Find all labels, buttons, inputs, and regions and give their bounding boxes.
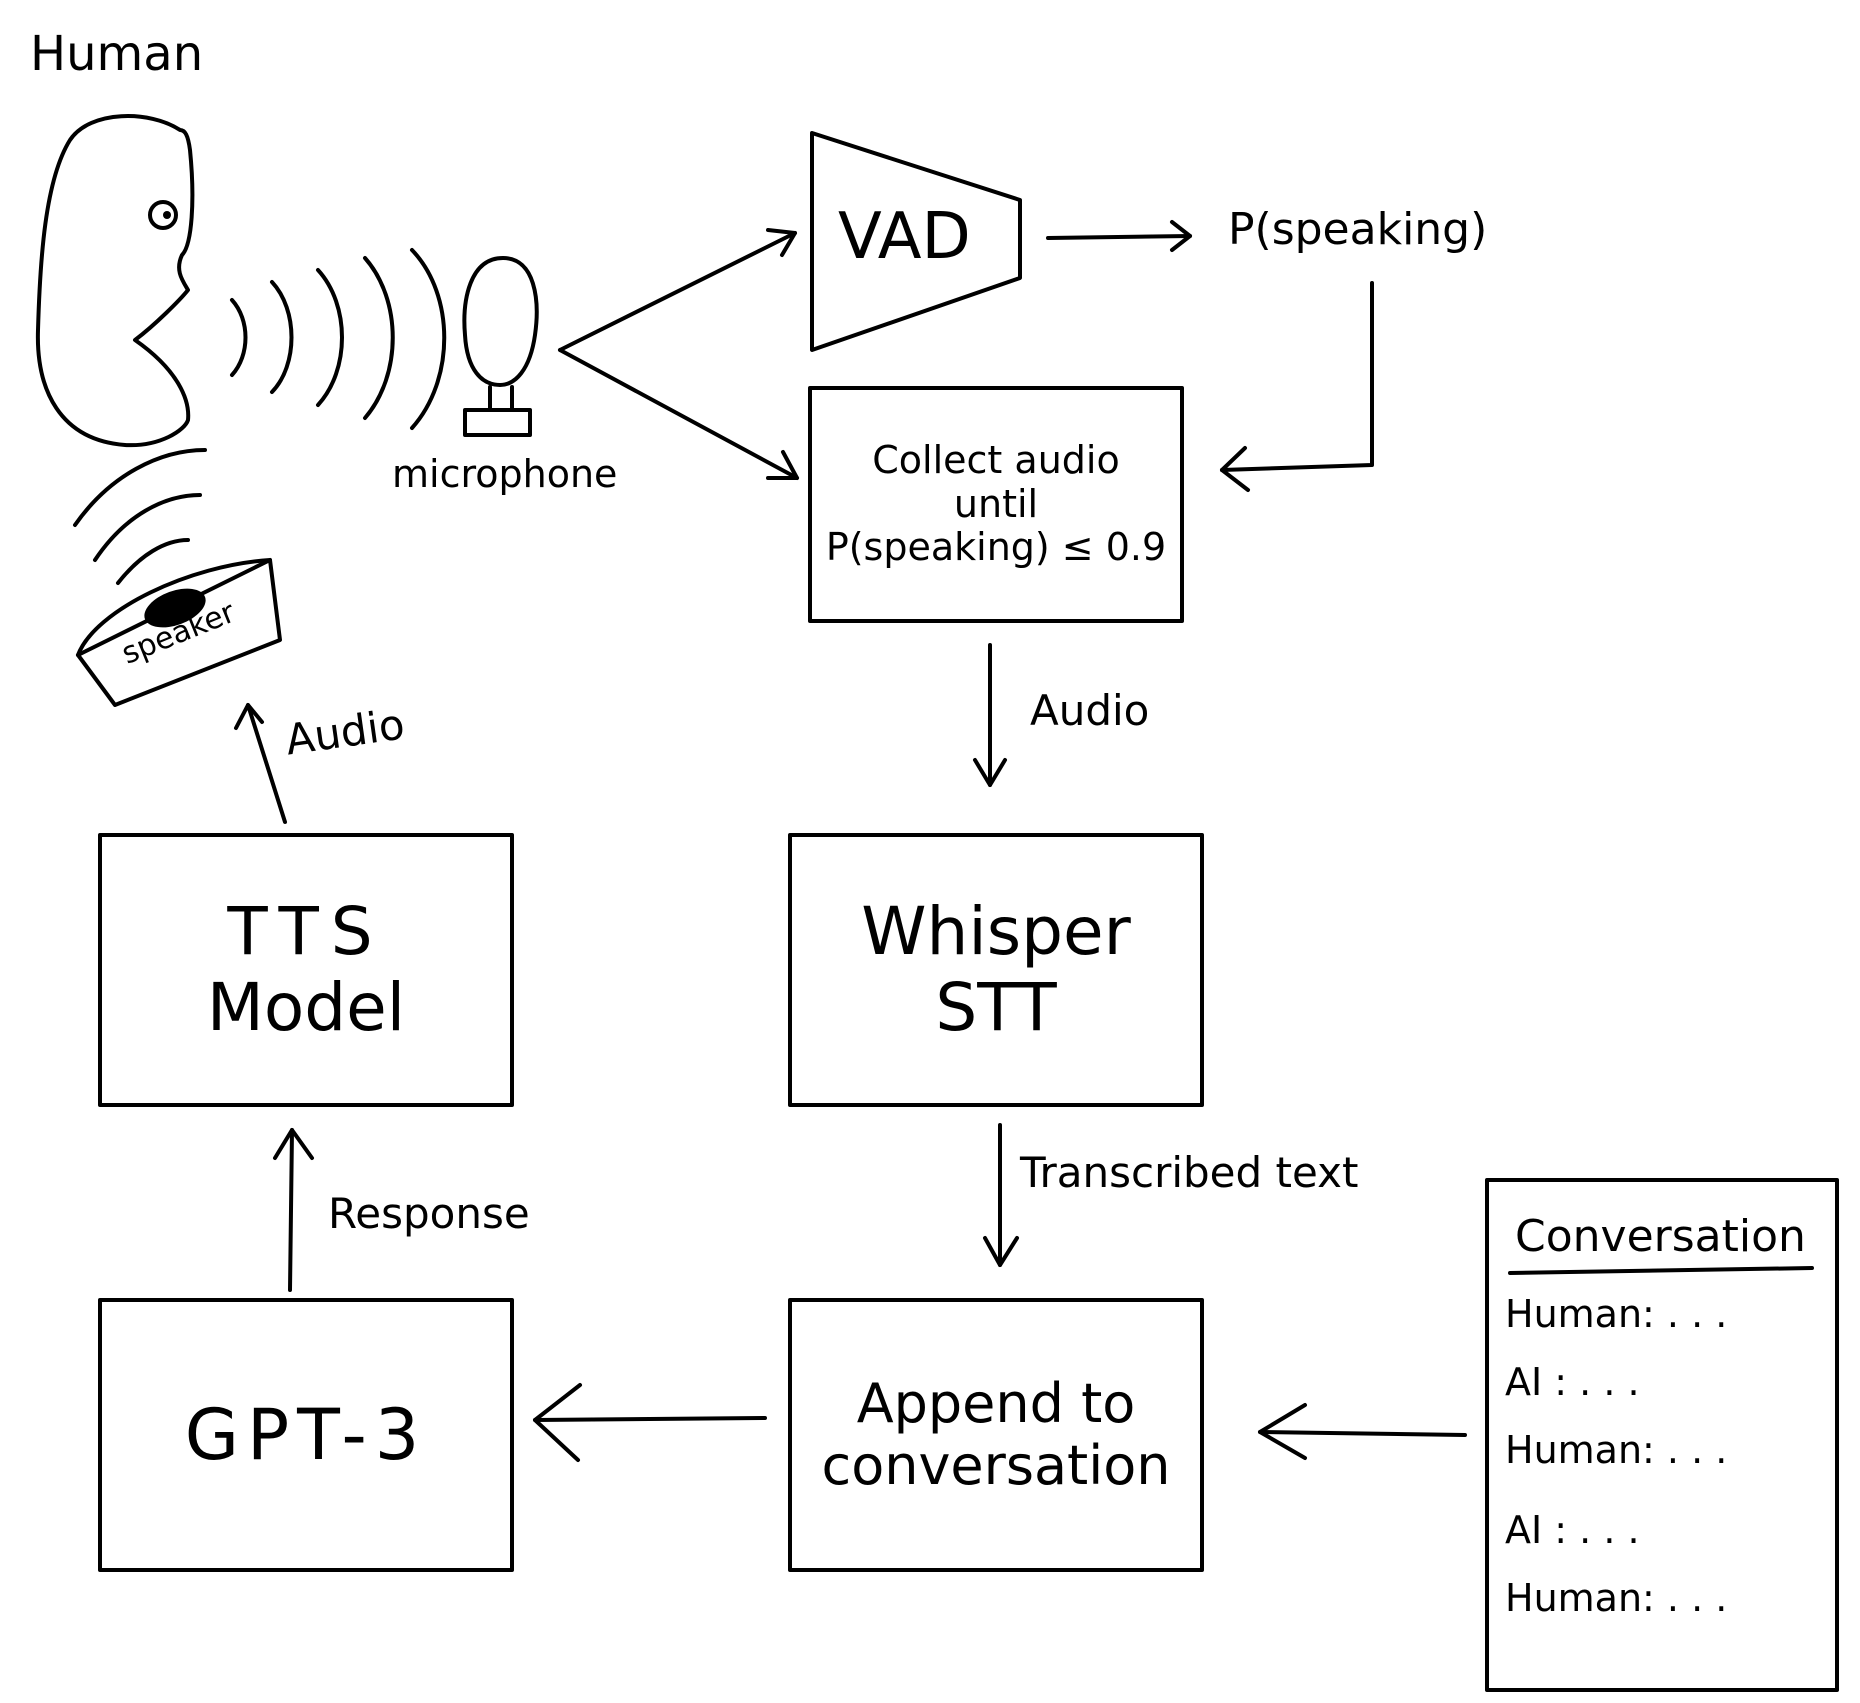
tts-line-2: Model (206, 969, 406, 1046)
tts-line-1: TTS (227, 893, 385, 971)
microphone-icon (462, 256, 539, 437)
append-line-2: conversation (821, 1434, 1171, 1497)
tts-to-speaker-arrow (234, 703, 287, 824)
gpt3-to-tts-arrow (273, 1128, 314, 1292)
conversation-title-underline (1508, 1266, 1814, 1275)
conversation-line: AI : . . . (1505, 1508, 1640, 1552)
whisper-stt-node (788, 833, 1204, 1107)
conversation-title: Conversation (1515, 1211, 1806, 1262)
human-label: Human (30, 26, 204, 82)
collect-to-whisper-arrow (973, 643, 1007, 787)
whisper-to-append-arrow (983, 1123, 1019, 1267)
conversation-box (1485, 1178, 1839, 1692)
whisper-line-1: Whisper (861, 893, 1131, 971)
speaker-sound-waves-icon (73, 448, 207, 585)
tts-model-node (98, 833, 514, 1107)
p-speaking-label: P(speaking) (1228, 204, 1488, 255)
collect-line-3: P(speaking) ≤ 0.9 (825, 525, 1167, 570)
speaker-icon (76, 558, 282, 707)
sound-waves-icon (230, 248, 447, 430)
collect-audio-text: Collect audio until P(speaking) ≤ 0.9 (810, 388, 1182, 621)
collect-line-2: until (953, 481, 1039, 526)
conversation-line: Human: . . . (1505, 1576, 1728, 1620)
mic-to-vad-arrow (558, 228, 797, 352)
collect-line-1: Collect audio (872, 437, 1120, 482)
audio-to-whisper-label: Audio (1030, 686, 1150, 735)
gpt3-node (98, 1298, 514, 1572)
human-head-icon (35, 114, 195, 448)
gpt3-text: GPT-3 (100, 1300, 512, 1570)
conversation-line: Human: . . . (1505, 1428, 1728, 1472)
append-line-1: Append to (856, 1371, 1136, 1435)
conversation-to-append-arrow (1258, 1403, 1467, 1460)
conversation-lines: Human: . . . AI : . . . Human: . . . AI … (1505, 1295, 1825, 1617)
whisper-line-2: STT (935, 969, 1057, 1046)
vad-label: VAD (838, 200, 971, 274)
tts-model-text: TTS Model (100, 835, 512, 1105)
mic-to-collect-arrow (558, 348, 799, 480)
append-to-gpt3-arrow (533, 1383, 767, 1462)
pspeaking-to-collect-arrow (1220, 281, 1374, 492)
conversation-line: Human: . . . (1505, 1292, 1728, 1336)
whisper-stt-text: Whisper STT (790, 835, 1202, 1105)
microphone-label: microphone (392, 452, 618, 496)
collect-audio-node (808, 386, 1184, 623)
vad-to-pspeaking-arrow (1046, 220, 1192, 252)
append-text: Append to conversation (790, 1300, 1202, 1570)
response-label: Response (328, 1189, 530, 1238)
transcribed-text-label: Transcribed text (1020, 1148, 1359, 1197)
append-node (788, 1298, 1204, 1572)
conversation-line: AI : . . . (1505, 1360, 1640, 1404)
gpt3-label: GPT-3 (184, 1393, 428, 1476)
vad-node (810, 131, 1022, 352)
